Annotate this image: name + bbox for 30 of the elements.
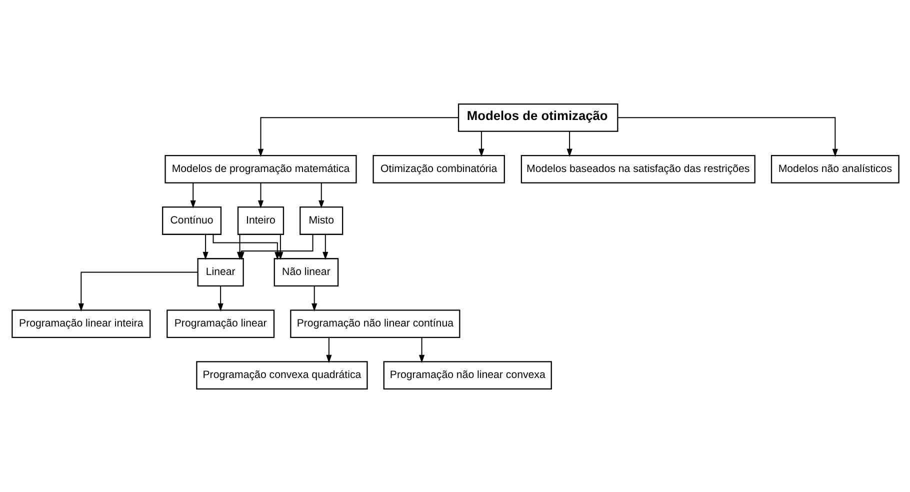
arrow <box>202 234 208 260</box>
node-box: Programação linear <box>166 309 274 338</box>
arrow <box>318 182 324 208</box>
arrow <box>257 116 458 156</box>
node-box: Misto <box>299 206 343 234</box>
arrow <box>616 116 838 156</box>
arrow <box>478 130 484 156</box>
arrow <box>257 182 264 208</box>
node-box: Programação convexa quadrática <box>196 360 368 390</box>
node-box: Não linear <box>273 258 338 286</box>
arrow <box>78 271 198 311</box>
node-box: Modelos não analísticos <box>770 154 899 183</box>
node-box: Modelos baseados na satisfação das restrições <box>520 154 755 183</box>
arrow <box>326 336 332 362</box>
arrow <box>322 234 328 260</box>
node-box: Programação não linear convexa <box>382 360 552 390</box>
arrow <box>311 285 317 311</box>
arrow <box>566 130 572 156</box>
arrow <box>217 285 223 311</box>
node-box: Contínuo <box>162 206 222 234</box>
node-box: Linear <box>196 258 244 286</box>
node-box: Programação linear inteira <box>11 309 150 338</box>
node-box: Modelos de otimização <box>457 102 618 132</box>
node-box: Modelos de programação matemática <box>164 154 356 183</box>
node-box: Programação não linear contínua <box>290 309 460 338</box>
arrow <box>277 234 283 260</box>
arrow <box>190 182 196 208</box>
arrow <box>418 336 424 362</box>
node-box: Inteiro <box>236 206 284 234</box>
node-box: Otimização combinatória <box>372 154 504 183</box>
